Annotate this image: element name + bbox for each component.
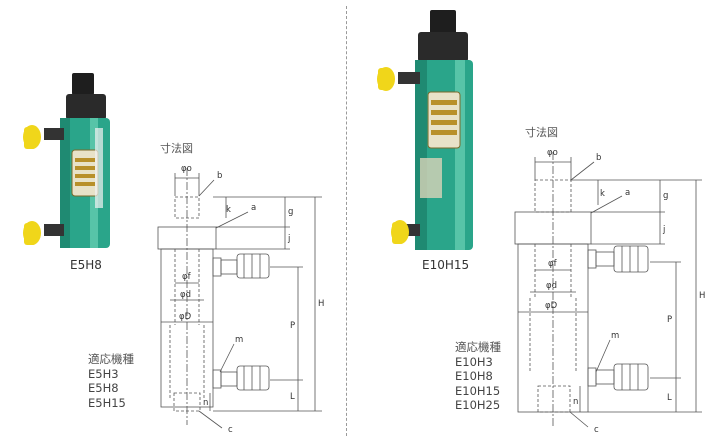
cylinder-photo-e10h15 (377, 10, 473, 250)
svg-text:a: a (625, 188, 630, 198)
svg-text:φf: φf (182, 272, 192, 282)
left-panel-graphics: φo b a k g j φf φd φD P H m L n c (23, 73, 324, 435)
svg-text:a: a (251, 203, 256, 213)
photo-caption: E10H15 (422, 258, 470, 272)
svg-text:n: n (573, 397, 578, 407)
right-panel-graphics: φo b a k g j φf φd φD P H m L n c (377, 10, 705, 435)
svg-text:m: m (235, 335, 243, 345)
svg-text:H: H (699, 291, 705, 301)
compatible-models-list: 適応機種 E5H3 E5H8 E5H15 (88, 352, 134, 410)
panel-e10-series: φo b a k g j φf φd φD P H m L n c E10H15… (360, 0, 720, 440)
svg-text:m: m (611, 331, 619, 341)
model-item: E5H15 (88, 395, 126, 410)
photo-caption: E5H8 (70, 258, 102, 272)
model-item: E10H8 (455, 369, 493, 383)
svg-text:n: n (203, 398, 208, 408)
svg-text:k: k (600, 189, 605, 199)
panel-divider (346, 6, 347, 436)
model-item: E5H8 (88, 381, 119, 395)
model-item: E10H15 (455, 383, 501, 398)
svg-text:φo: φo (547, 148, 558, 158)
svg-text:j: j (287, 234, 290, 244)
dimension-drawing-e10 (514, 152, 702, 428)
cylinder-photo-e5h8 (23, 73, 110, 248)
svg-text:φD: φD (179, 312, 192, 322)
panel-e5-series: φo b a k g j φf φd φD P H m L n c E5H8 寸… (23, 73, 324, 435)
svg-text:c: c (228, 425, 233, 435)
svg-text:L: L (290, 392, 295, 402)
svg-text:P: P (667, 315, 672, 325)
dimension-drawing-title: 寸法図 (160, 142, 193, 155)
svg-text:H: H (318, 299, 324, 309)
svg-text:φd: φd (180, 290, 191, 300)
svg-text:φf: φf (548, 259, 558, 269)
models-header: 適応機種 (88, 352, 134, 366)
model-item: E5H3 (88, 366, 119, 381)
svg-text:φo: φo (181, 164, 192, 174)
dimension-drawing-e5 (157, 168, 322, 429)
dimension-drawing-title: 寸法図 (525, 126, 558, 139)
svg-text:k: k (226, 205, 231, 215)
model-item: E10H25 (455, 398, 501, 412)
svg-text:P: P (290, 321, 295, 331)
dimension-labels-left: φo b a k g j φf φd φD P H m L n c (179, 164, 324, 435)
svg-text:g: g (288, 207, 293, 217)
svg-text:φd: φd (546, 281, 557, 291)
svg-text:c: c (594, 425, 599, 435)
dimension-labels-right: φo b a k g j φf φd φD P H m L n c (545, 148, 705, 435)
svg-text:j: j (662, 225, 665, 235)
svg-text:b: b (217, 171, 222, 181)
svg-text:L: L (667, 393, 672, 403)
compatible-models-list: 適応機種 E10H3 E10H8 E10H15 E10H25 (455, 340, 501, 413)
svg-text:b: b (596, 153, 601, 163)
svg-text:g: g (663, 191, 668, 201)
models-header: 適応機種 (455, 340, 501, 354)
svg-text:φD: φD (545, 301, 558, 311)
model-item: E10H3 (455, 354, 493, 369)
